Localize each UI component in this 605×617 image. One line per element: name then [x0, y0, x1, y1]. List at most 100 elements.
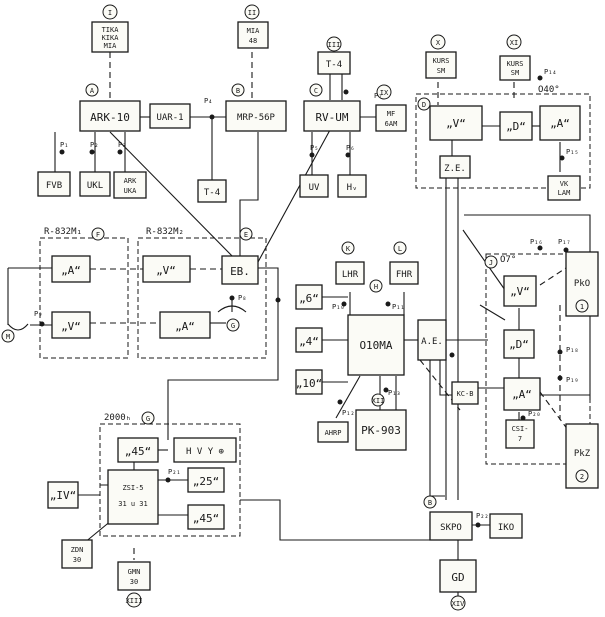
junction-dots [39, 75, 569, 528]
block-ve [429, 105, 483, 141]
marker-A [85, 83, 99, 97]
block-d3 [503, 329, 535, 359]
svg-text:L: L [398, 245, 402, 253]
block-t4-top-label: T-4 [326, 60, 342, 70]
title-r832-mid: R-832M₂ [146, 227, 184, 237]
marker-pko-num [575, 299, 589, 313]
svg-text:UKL: UKL [87, 181, 103, 191]
svg-text:„10“: „10“ [296, 377, 323, 390]
svg-text:„D“: „D“ [509, 338, 529, 351]
blocks: ARK-10 UAR-1 MRP-56P RV-UM T-4 MF 6AM TI… [37, 21, 599, 593]
svg-text:A.E.: A.E. [421, 337, 443, 347]
svg-text:KURS: KURS [433, 57, 450, 65]
block-ark10-label: ARK-10 [90, 111, 130, 124]
pin-label: P₁₈ [566, 346, 579, 354]
svg-text:„A“: „A“ [512, 388, 532, 401]
marker-M [1, 329, 15, 343]
svg-text:A: A [90, 87, 95, 95]
svg-text:X: X [436, 39, 441, 47]
svg-text:IKO: IKO [498, 523, 514, 533]
svg-text:„A“: „A“ [175, 320, 195, 333]
marker-K [341, 241, 355, 255]
pin-label: P₁ [60, 141, 68, 149]
svg-text:30: 30 [73, 556, 81, 564]
svg-text:30: 30 [130, 578, 138, 586]
block-a-top [539, 105, 581, 141]
svg-text:„45“: „45“ [125, 445, 152, 458]
svg-text:48: 48 [249, 37, 257, 45]
svg-text:O10MA: O10MA [359, 339, 392, 352]
svg-text:E: E [244, 231, 248, 239]
svg-text:Z.E.: Z.E. [444, 164, 466, 174]
pin-label: P₁₄ [544, 68, 557, 76]
block-uv [299, 174, 329, 198]
block-hv [337, 174, 367, 198]
svg-text:XI: XI [510, 39, 518, 47]
circle-markers: I II III X XI A B C IX D F E K L H J 1 2 [1, 4, 589, 611]
block-v3 [503, 275, 537, 307]
block-a3 [503, 377, 541, 411]
svg-text:B: B [236, 87, 240, 95]
pin-label: P₁₂ [342, 409, 355, 417]
svg-text:KIKA: KIKA [102, 34, 120, 42]
svg-text:ZDN: ZDN [71, 546, 84, 554]
block-rvum-label: RV-UM [315, 111, 348, 124]
block-lhr [335, 261, 365, 285]
block-kcb [451, 381, 479, 405]
pin-label: P₁₆ [530, 238, 543, 246]
svg-text:„V“: „V“ [156, 264, 176, 277]
block-25 [187, 467, 225, 493]
marker-XI [506, 34, 522, 50]
block-ahrp [317, 421, 349, 443]
frame-r832-mid [137, 237, 267, 359]
marker-XII [371, 393, 385, 407]
svg-text:„A“: „A“ [550, 117, 570, 130]
svg-text:XII: XII [372, 397, 385, 405]
group-frames [39, 93, 591, 537]
svg-text:EB.: EB. [230, 265, 250, 278]
block-t4 [197, 179, 227, 203]
marker-C [309, 83, 323, 97]
block-pk903 [355, 409, 407, 451]
marker-IX [376, 84, 392, 100]
svg-text:J: J [489, 259, 493, 267]
svg-text:VK: VK [560, 180, 569, 188]
block-pko [565, 251, 599, 317]
svg-text:KC-B: KC-B [457, 390, 474, 398]
block-eb [221, 255, 259, 285]
block-10 [295, 369, 323, 395]
marker-pk2-num [575, 469, 589, 483]
marker-X [430, 34, 446, 50]
svg-text:H: H [374, 283, 378, 291]
block-a2 [159, 311, 211, 339]
svg-text:G: G [146, 415, 150, 423]
block-csi [505, 419, 535, 449]
svg-text:UV: UV [309, 183, 320, 193]
block-mf [375, 104, 407, 132]
block-6 [295, 284, 323, 310]
pin-label: P₉ [34, 310, 42, 318]
pin-label: P₂₀ [528, 410, 541, 418]
antenna-symbol-2 [7, 323, 29, 331]
svg-text:LHR: LHR [342, 270, 359, 280]
block-uar-label: UAR-1 [156, 113, 183, 123]
pin-label: P₅ [310, 144, 318, 152]
svg-text:MIA: MIA [104, 42, 117, 50]
frame-o40 [415, 93, 591, 189]
pin-label: P₃ [118, 141, 126, 149]
pin-label: P₇ [374, 92, 382, 100]
svg-text:1: 1 [580, 303, 584, 311]
marker-H [369, 279, 383, 293]
svg-text:SM: SM [437, 67, 445, 75]
block-zsi [107, 469, 159, 525]
svg-text:„6“: „6“ [299, 292, 319, 305]
block-a1 [51, 255, 91, 283]
block-gd [439, 559, 477, 593]
svg-text:MIA: MIA [247, 27, 260, 35]
block-tika [91, 21, 129, 53]
block-iv [47, 481, 79, 509]
svg-text:D: D [422, 101, 426, 109]
block-arkuka [113, 171, 147, 199]
svg-text:„IV“: „IV“ [50, 489, 77, 502]
svg-text:CSI-: CSI- [512, 425, 529, 433]
